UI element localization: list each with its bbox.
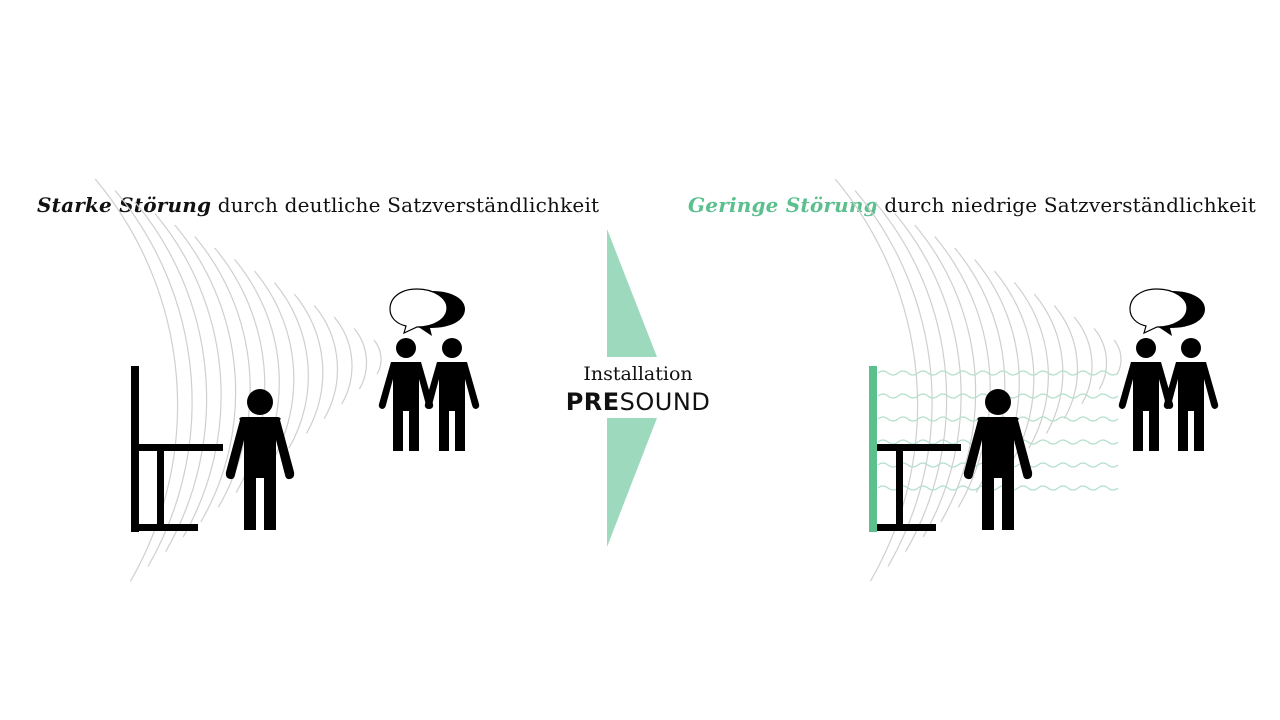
transition-arrow [607, 229, 657, 547]
installation-label: Installation [583, 363, 693, 385]
sound-arc [1113, 339, 1122, 375]
sound-arc [994, 270, 1035, 464]
sound-arc [1013, 282, 1049, 449]
left-desk-icon [131, 366, 223, 532]
sound-arc [934, 236, 991, 508]
right-caption-text: durch niedrige Satzverständlichkeit [884, 193, 1256, 217]
left-speakers-icon [378, 338, 480, 451]
absorbed-sound-waves [877, 370, 1119, 491]
brand-bold-part: PRE [565, 388, 620, 416]
right-speech-bubbles-icon [1129, 288, 1205, 336]
left-caption-text: durch deutliche Satzverständlichkeit [217, 193, 600, 217]
sound-arc [174, 224, 237, 523]
sound-arc [854, 190, 933, 567]
presound-panel [869, 366, 877, 532]
sound-arc [914, 224, 977, 523]
sound-arc [373, 339, 382, 375]
left-speech-bubbles-icon [389, 288, 465, 336]
right-caption-emphasis: Geringe Störung [688, 193, 878, 217]
absorbed-wave-line [877, 485, 1119, 491]
right-sound-arcs [834, 178, 1122, 582]
sound-arc [353, 328, 368, 390]
sound-arc [114, 190, 193, 567]
sound-arc [313, 305, 338, 419]
left-listener-person-icon [225, 389, 295, 530]
right-desk-icon [869, 366, 961, 532]
right-caption: Geringe Störung durch niedrige Satzverst… [688, 193, 1256, 217]
sound-arc [273, 282, 309, 449]
sound-arc [1033, 293, 1064, 434]
sound-arc [333, 316, 353, 405]
sound-arc [1093, 328, 1108, 390]
sound-arc [894, 213, 962, 538]
sound-arc [154, 213, 222, 538]
absorbed-wave-line [877, 370, 1119, 376]
sound-arc [1053, 305, 1078, 419]
brand-regular-part: SOUND [619, 388, 711, 416]
left-caption-emphasis: Starke Störung [37, 193, 212, 217]
sound-arc [134, 201, 208, 552]
presound-brand: PRESOUND [520, 388, 756, 416]
left-caption: Starke Störung durch deutliche Satzverst… [37, 193, 599, 217]
sound-arc [1073, 316, 1093, 405]
right-speakers-icon [1118, 338, 1219, 451]
right-listener-person-icon [963, 389, 1033, 530]
sound-arc [293, 293, 324, 434]
sound-arc [194, 236, 251, 508]
